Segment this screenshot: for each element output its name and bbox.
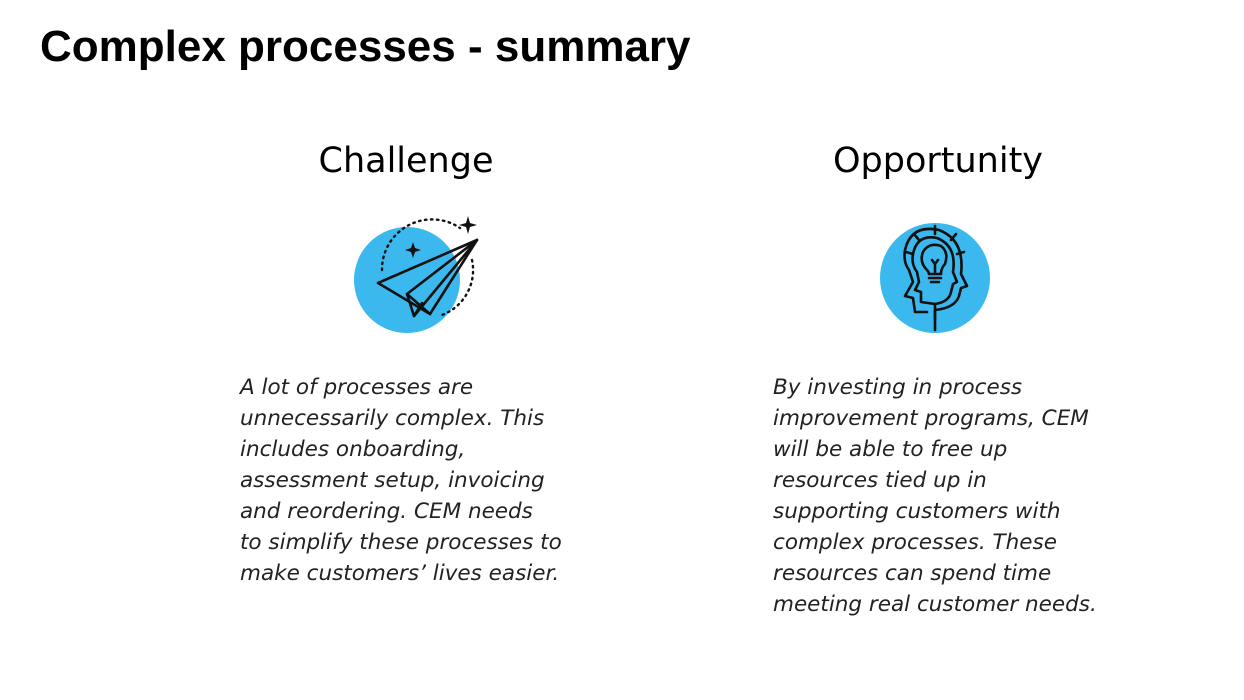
opportunity-line: will be able to free up xyxy=(773,437,1008,462)
challenge-line: A lot of processes are xyxy=(240,375,474,400)
opportunity-line: By investing in process xyxy=(773,375,1023,400)
challenge-line: make customers’ lives easier. xyxy=(240,561,560,586)
opportunity-description: By investing in process improvement prog… xyxy=(773,372,1097,620)
opportunity-line: complex processes. These xyxy=(773,530,1057,555)
challenge-line: assessment setup, invoicing xyxy=(240,468,545,493)
challenge-heading: Challenge xyxy=(318,141,494,181)
opportunity-line: resources tied up in xyxy=(773,468,987,493)
paper-plane-icon xyxy=(350,210,480,335)
opportunity-line: supporting customers with xyxy=(773,499,1061,524)
challenge-line: includes onboarding, xyxy=(240,437,466,462)
opportunity-line: meeting real customer needs. xyxy=(773,592,1097,617)
opportunity-line: resources can spend time xyxy=(773,561,1052,586)
challenge-line: to simplify these processes to xyxy=(240,530,562,555)
head-lightbulb-icon xyxy=(875,210,995,335)
slide-title: Complex processes - summary xyxy=(40,22,691,71)
opportunity-line: improvement programs, CEM xyxy=(773,406,1089,431)
challenge-line: and reordering. CEM needs xyxy=(240,499,533,524)
challenge-description: A lot of processes are unnecessarily com… xyxy=(240,372,562,589)
challenge-line: unnecessarily complex. This xyxy=(240,406,545,431)
opportunity-heading: Opportunity xyxy=(832,141,1044,181)
